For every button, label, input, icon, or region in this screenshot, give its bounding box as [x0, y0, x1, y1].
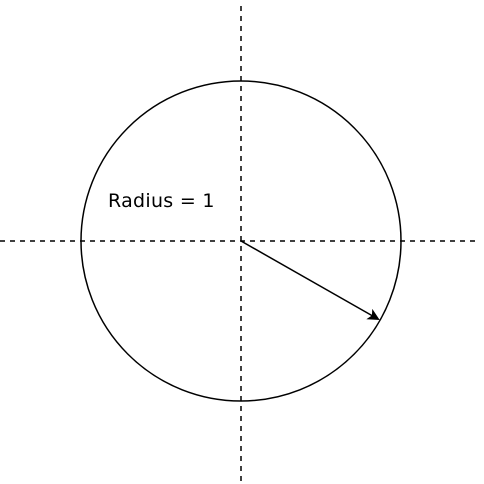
unit-circle: [80, 80, 402, 402]
radius-label: Radius = 1: [108, 190, 215, 212]
radius-arrow: [240, 240, 380, 320]
